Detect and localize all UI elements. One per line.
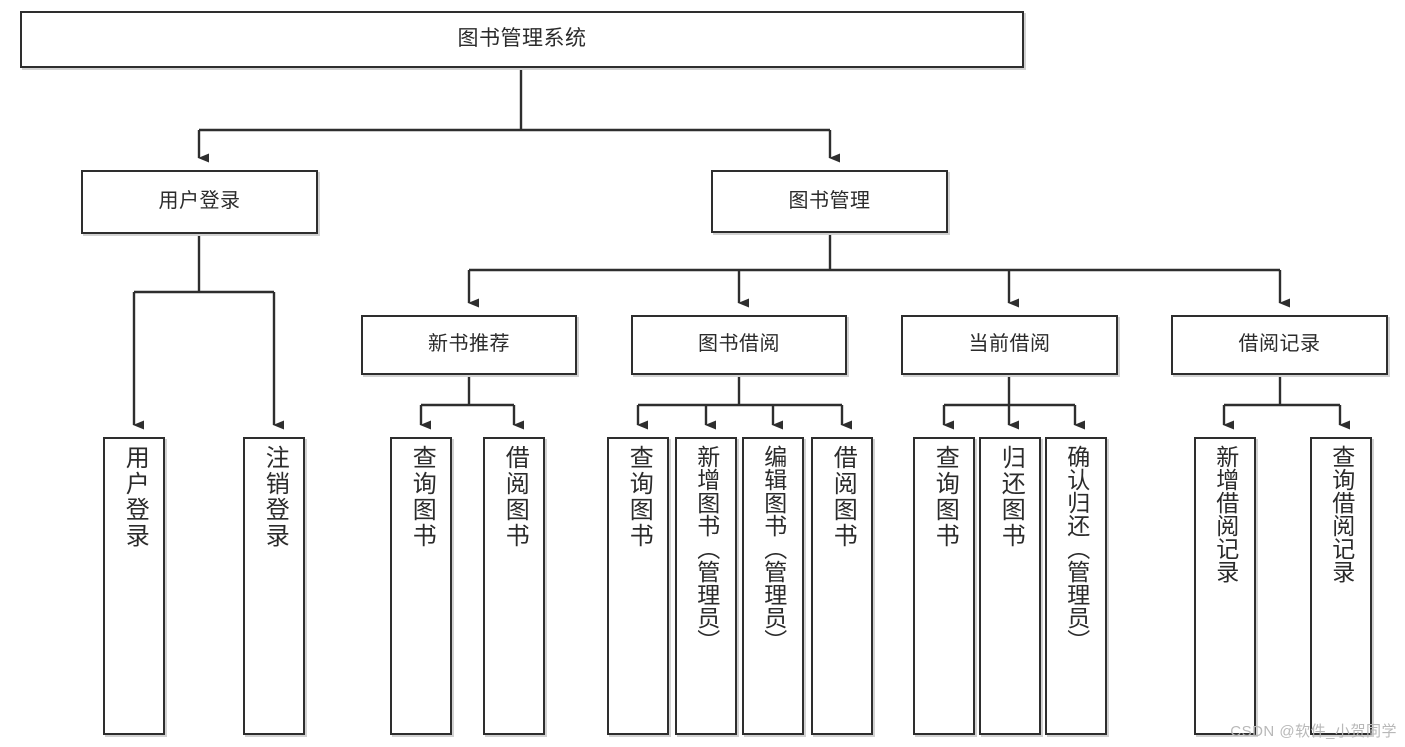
node-leaf-borrow-borrow-book-label: 借阅图书 (829, 445, 857, 549)
node-leaf-add-borrow-record-label: 新增借阅记录 (1212, 445, 1239, 583)
node-book-manage[interactable]: 图书管理 (711, 170, 948, 233)
node-leaf-logout[interactable]: 注销登录 (243, 437, 305, 735)
node-book-borrow-label: 图书借阅 (698, 333, 780, 356)
node-user-login[interactable]: 用户登录 (81, 170, 318, 234)
node-new-book-recommend-label: 新书推荐 (428, 333, 510, 356)
node-leaf-return-book[interactable]: 归还图书 (979, 437, 1041, 735)
node-leaf-edit-book-admin-label: 编辑图书（管理员） (760, 445, 787, 652)
node-leaf-add-borrow-record[interactable]: 新增借阅记录 (1194, 437, 1256, 735)
node-root-system[interactable]: 图书管理系统 (20, 11, 1024, 68)
node-book-borrow[interactable]: 图书借阅 (631, 315, 847, 375)
node-leaf-newbook-query-book[interactable]: 查询图书 (390, 437, 452, 735)
node-leaf-query-borrow-record-label: 查询借阅记录 (1328, 445, 1355, 583)
node-current-borrow[interactable]: 当前借阅 (901, 315, 1118, 375)
node-borrow-record[interactable]: 借阅记录 (1171, 315, 1388, 375)
node-leaf-borrow-query-book-label: 查询图书 (625, 445, 653, 549)
node-leaf-add-book-admin-label: 新增图书（管理员） (693, 445, 720, 652)
node-leaf-borrow-query-book[interactable]: 查询图书 (607, 437, 669, 735)
node-book-manage-label: 图书管理 (788, 189, 871, 212)
node-leaf-return-book-label: 归还图书 (997, 445, 1025, 549)
node-leaf-confirm-return-admin[interactable]: 确认归还（管理员） (1045, 437, 1107, 735)
node-leaf-current-query-book-label: 查询图书 (931, 445, 959, 549)
node-leaf-newbook-query-book-label: 查询图书 (408, 445, 436, 549)
node-leaf-borrow-borrow-book[interactable]: 借阅图书 (811, 437, 873, 735)
node-leaf-add-book-admin[interactable]: 新增图书（管理员） (675, 437, 737, 735)
csdn-watermark: CSDN @软件_小贺同学 (1230, 723, 1397, 740)
node-user-login-label: 用户登录 (158, 190, 241, 213)
node-leaf-current-query-book[interactable]: 查询图书 (913, 437, 975, 735)
node-leaf-logout-label: 注销登录 (261, 445, 289, 549)
node-leaf-newbook-borrow-book[interactable]: 借阅图书 (483, 437, 545, 735)
node-leaf-query-borrow-record[interactable]: 查询借阅记录 (1310, 437, 1372, 735)
node-leaf-user-login-label: 用户登录 (121, 445, 149, 549)
node-leaf-user-login[interactable]: 用户登录 (103, 437, 165, 735)
node-leaf-edit-book-admin[interactable]: 编辑图书（管理员） (742, 437, 804, 735)
node-current-borrow-label: 当前借阅 (968, 333, 1051, 356)
node-root-system-label: 图书管理系统 (457, 27, 587, 51)
node-leaf-confirm-return-admin-label: 确认归还（管理员） (1063, 445, 1090, 652)
node-leaf-newbook-borrow-book-label: 借阅图书 (501, 445, 529, 549)
node-borrow-record-label: 借阅记录 (1238, 333, 1321, 356)
node-new-book-recommend[interactable]: 新书推荐 (361, 315, 577, 375)
